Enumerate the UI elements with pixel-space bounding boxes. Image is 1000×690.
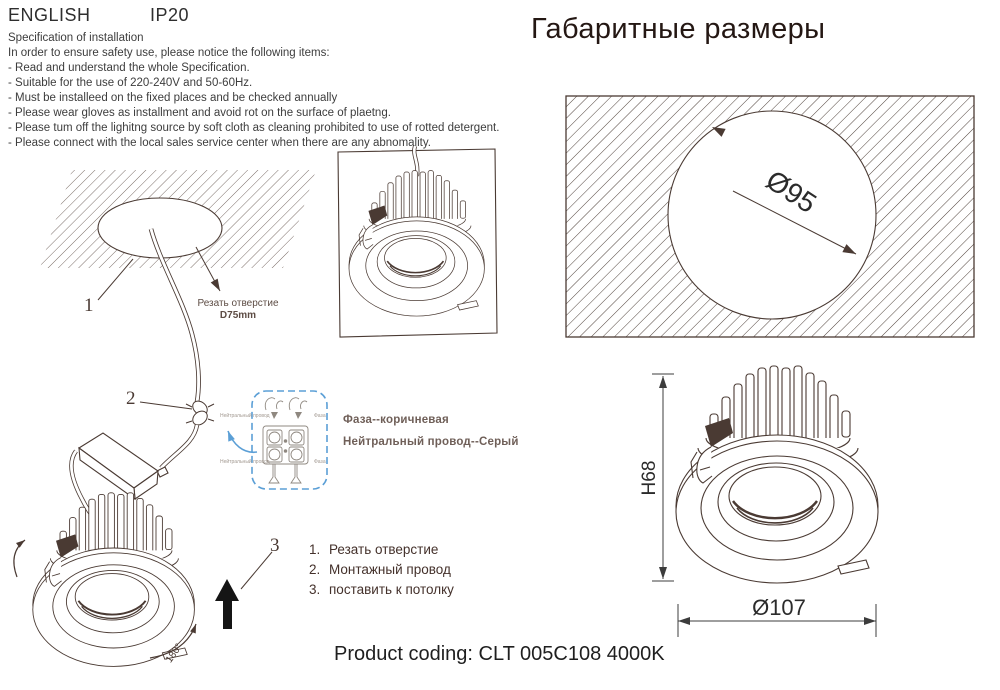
diameter-dimension <box>677 604 877 637</box>
callout-lines <box>97 246 273 590</box>
install-step-3: 3. поставить к потолку <box>309 582 454 597</box>
cutout-dimension-drawing <box>565 95 975 338</box>
spec-item: - Read and understand the whole Specific… <box>8 62 250 74</box>
wire-connector <box>185 400 215 426</box>
terminal-label-neutral-bottom: Нейтральный провод <box>220 459 270 465</box>
install-step-text: Резать отверстие <box>329 542 439 557</box>
wiring-detail-drawing <box>227 390 328 490</box>
spec-item: - Please wear gloves as installment and … <box>8 107 391 119</box>
install-step-text: поставить к потолку <box>329 582 454 597</box>
step-marker-1: 1 <box>84 295 94 316</box>
ceiling-cutout-drawing <box>40 170 316 268</box>
ip-rating-label: IP20 <box>150 5 190 25</box>
terminal-label-phase-bottom: Фаза <box>314 459 326 465</box>
spec-item: - Please connect with the local sales se… <box>8 137 431 149</box>
dimensions-title: Габаритные размеры <box>531 13 826 45</box>
install-step-1: 1. Резать отверстие <box>309 542 438 557</box>
spec-item: - Suitable for the use of 220-240V and 5… <box>8 77 253 89</box>
cut-hole-size-label: D75mm <box>219 310 257 321</box>
rotation-arrows <box>13 539 197 659</box>
product-coding: Product coding: CLT 005C108 4000K <box>334 643 665 665</box>
neutral-wire-label: Нейтральный провод--Серый <box>343 436 519 448</box>
terminal-label-neutral-top: Нейтральный провод <box>220 413 270 419</box>
install-step-number: 1. <box>309 542 321 557</box>
assembly-downlight-drawing <box>31 491 196 668</box>
spec-item: - Must be installeed on the fixed places… <box>8 92 338 104</box>
terminal-block-drawing <box>262 397 309 484</box>
height-dimension <box>652 373 674 582</box>
step-marker-3: 3 <box>270 535 280 556</box>
install-step-2: 2. Монтажный провод <box>309 562 451 577</box>
install-step-number: 3. <box>309 582 321 597</box>
push-up-arrow <box>215 579 239 629</box>
language-label: ENGLISH <box>8 5 91 25</box>
height-label: H68 <box>639 460 660 496</box>
spec-item: - Please tum off the lighitng source by … <box>8 122 500 134</box>
phase-wire-label: Фаза--коричневая <box>343 414 449 426</box>
spec-intro: In order to ensure safety use, please no… <box>8 47 330 59</box>
install-step-text: Монтажный провод <box>329 562 451 577</box>
cut-hole-label: Резать отверстие <box>197 298 279 309</box>
mains-wire <box>148 228 201 403</box>
spec-title: Specification of installation <box>8 32 144 44</box>
install-step-number: 2. <box>309 562 321 577</box>
terminal-label-phase-top: Фаза <box>314 413 326 419</box>
boxed-downlight-drawing <box>348 169 486 317</box>
step-marker-2: 2 <box>126 388 136 409</box>
side-view-downlight-drawing <box>674 364 880 585</box>
outer-diameter-label: Ø107 <box>752 595 806 620</box>
driver-box-drawing <box>78 432 169 501</box>
